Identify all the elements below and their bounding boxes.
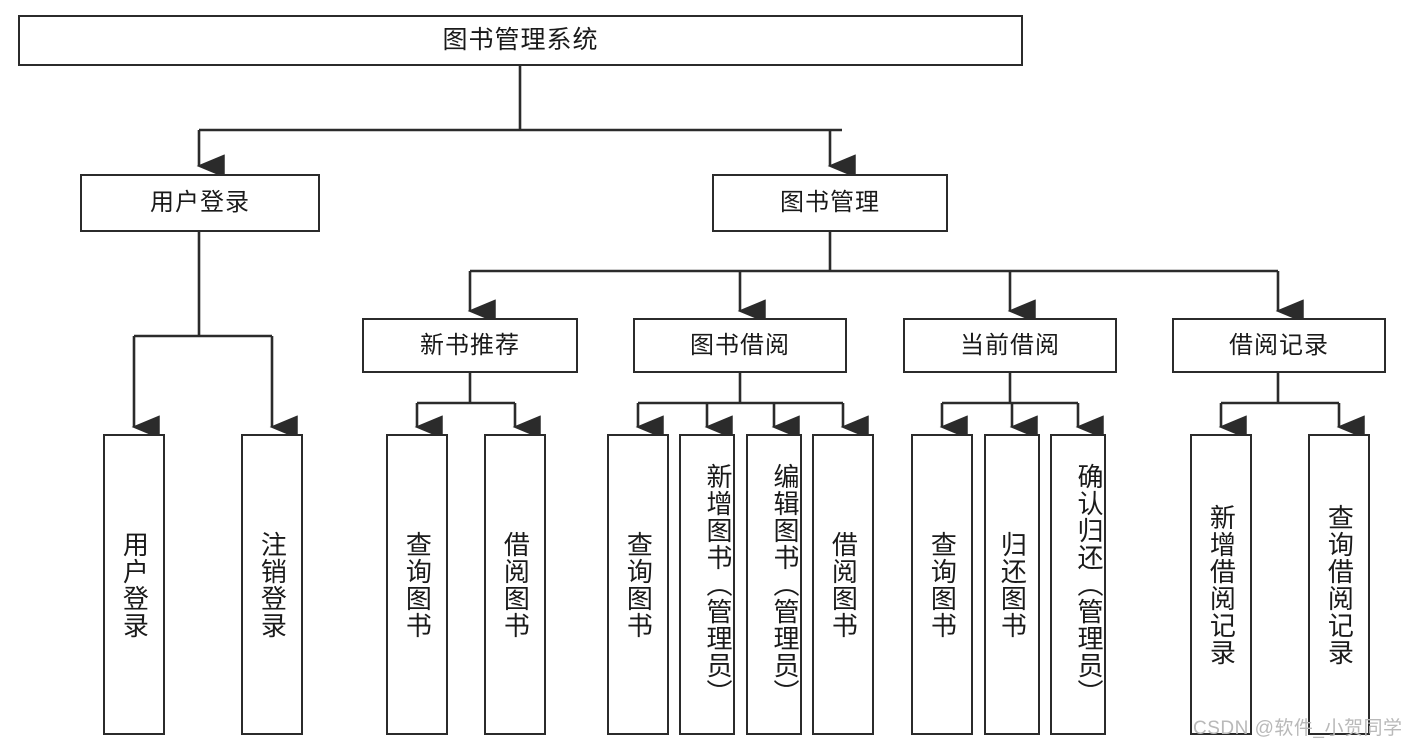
node-leaf-return-book[interactable]: 归还图书	[984, 434, 1040, 735]
node-leaf-edit-book[interactable]: 编辑图书（管理员）	[746, 434, 802, 735]
node-current-borrow[interactable]: 当前借阅	[903, 318, 1117, 373]
node-leaf-query-book-3-label: 查询图书	[927, 530, 958, 639]
node-leaf-return-book-label: 归还图书	[997, 530, 1028, 639]
node-leaf-borrow-book-1-label: 借阅图书	[500, 530, 531, 639]
node-borrow-record[interactable]: 借阅记录	[1172, 318, 1386, 373]
node-leaf-query-book-2-label: 查询图书	[623, 530, 654, 639]
node-new-book-recommend[interactable]: 新书推荐	[362, 318, 578, 373]
node-leaf-user-logout[interactable]: 注销登录	[241, 434, 303, 735]
node-root[interactable]: 图书管理系统	[18, 15, 1023, 66]
node-leaf-edit-book-label: 编辑图书（管理员）	[770, 463, 800, 706]
node-leaf-add-book-label: 新增图书（管理员）	[703, 463, 733, 706]
node-book-management-label: 图书管理	[780, 189, 880, 216]
node-leaf-user-login-label: 用户登录	[119, 530, 150, 639]
node-leaf-query-record[interactable]: 查询借阅记录	[1308, 434, 1370, 735]
node-root-label: 图书管理系统	[442, 26, 599, 54]
node-borrow-record-label: 借阅记录	[1229, 331, 1329, 359]
node-leaf-user-login[interactable]: 用户登录	[103, 434, 165, 735]
node-leaf-confirm-return-label: 确认归还（管理员）	[1074, 463, 1104, 706]
csdn-watermark: CSDN @软件_小贺同学	[1193, 713, 1402, 740]
node-leaf-query-book-2[interactable]: 查询图书	[607, 434, 669, 735]
node-book-management[interactable]: 图书管理	[712, 174, 948, 232]
node-book-borrow[interactable]: 图书借阅	[633, 318, 847, 373]
node-user-login[interactable]: 用户登录	[80, 174, 320, 232]
node-leaf-query-book-3[interactable]: 查询图书	[911, 434, 973, 735]
node-leaf-query-record-label: 查询借阅记录	[1324, 503, 1355, 666]
node-leaf-confirm-return[interactable]: 确认归还（管理员）	[1050, 434, 1106, 735]
node-leaf-borrow-book-1[interactable]: 借阅图书	[484, 434, 546, 735]
node-user-login-label: 用户登录	[150, 189, 250, 216]
node-book-borrow-label: 图书借阅	[690, 331, 790, 359]
node-new-book-recommend-label: 新书推荐	[420, 331, 520, 359]
node-leaf-add-record[interactable]: 新增借阅记录	[1190, 434, 1252, 735]
node-leaf-borrow-book-2[interactable]: 借阅图书	[812, 434, 874, 735]
node-current-borrow-label: 当前借阅	[960, 331, 1060, 359]
node-leaf-add-book[interactable]: 新增图书（管理员）	[679, 434, 735, 735]
node-leaf-borrow-book-2-label: 借阅图书	[828, 530, 859, 639]
node-leaf-query-book-1-label: 查询图书	[402, 530, 433, 639]
csdn-watermark-text: CSDN @软件_小贺同学	[1193, 718, 1403, 739]
node-leaf-add-record-label: 新增借阅记录	[1206, 503, 1237, 666]
node-leaf-query-book-1[interactable]: 查询图书	[386, 434, 448, 735]
node-leaf-user-logout-label: 注销登录	[257, 530, 288, 639]
